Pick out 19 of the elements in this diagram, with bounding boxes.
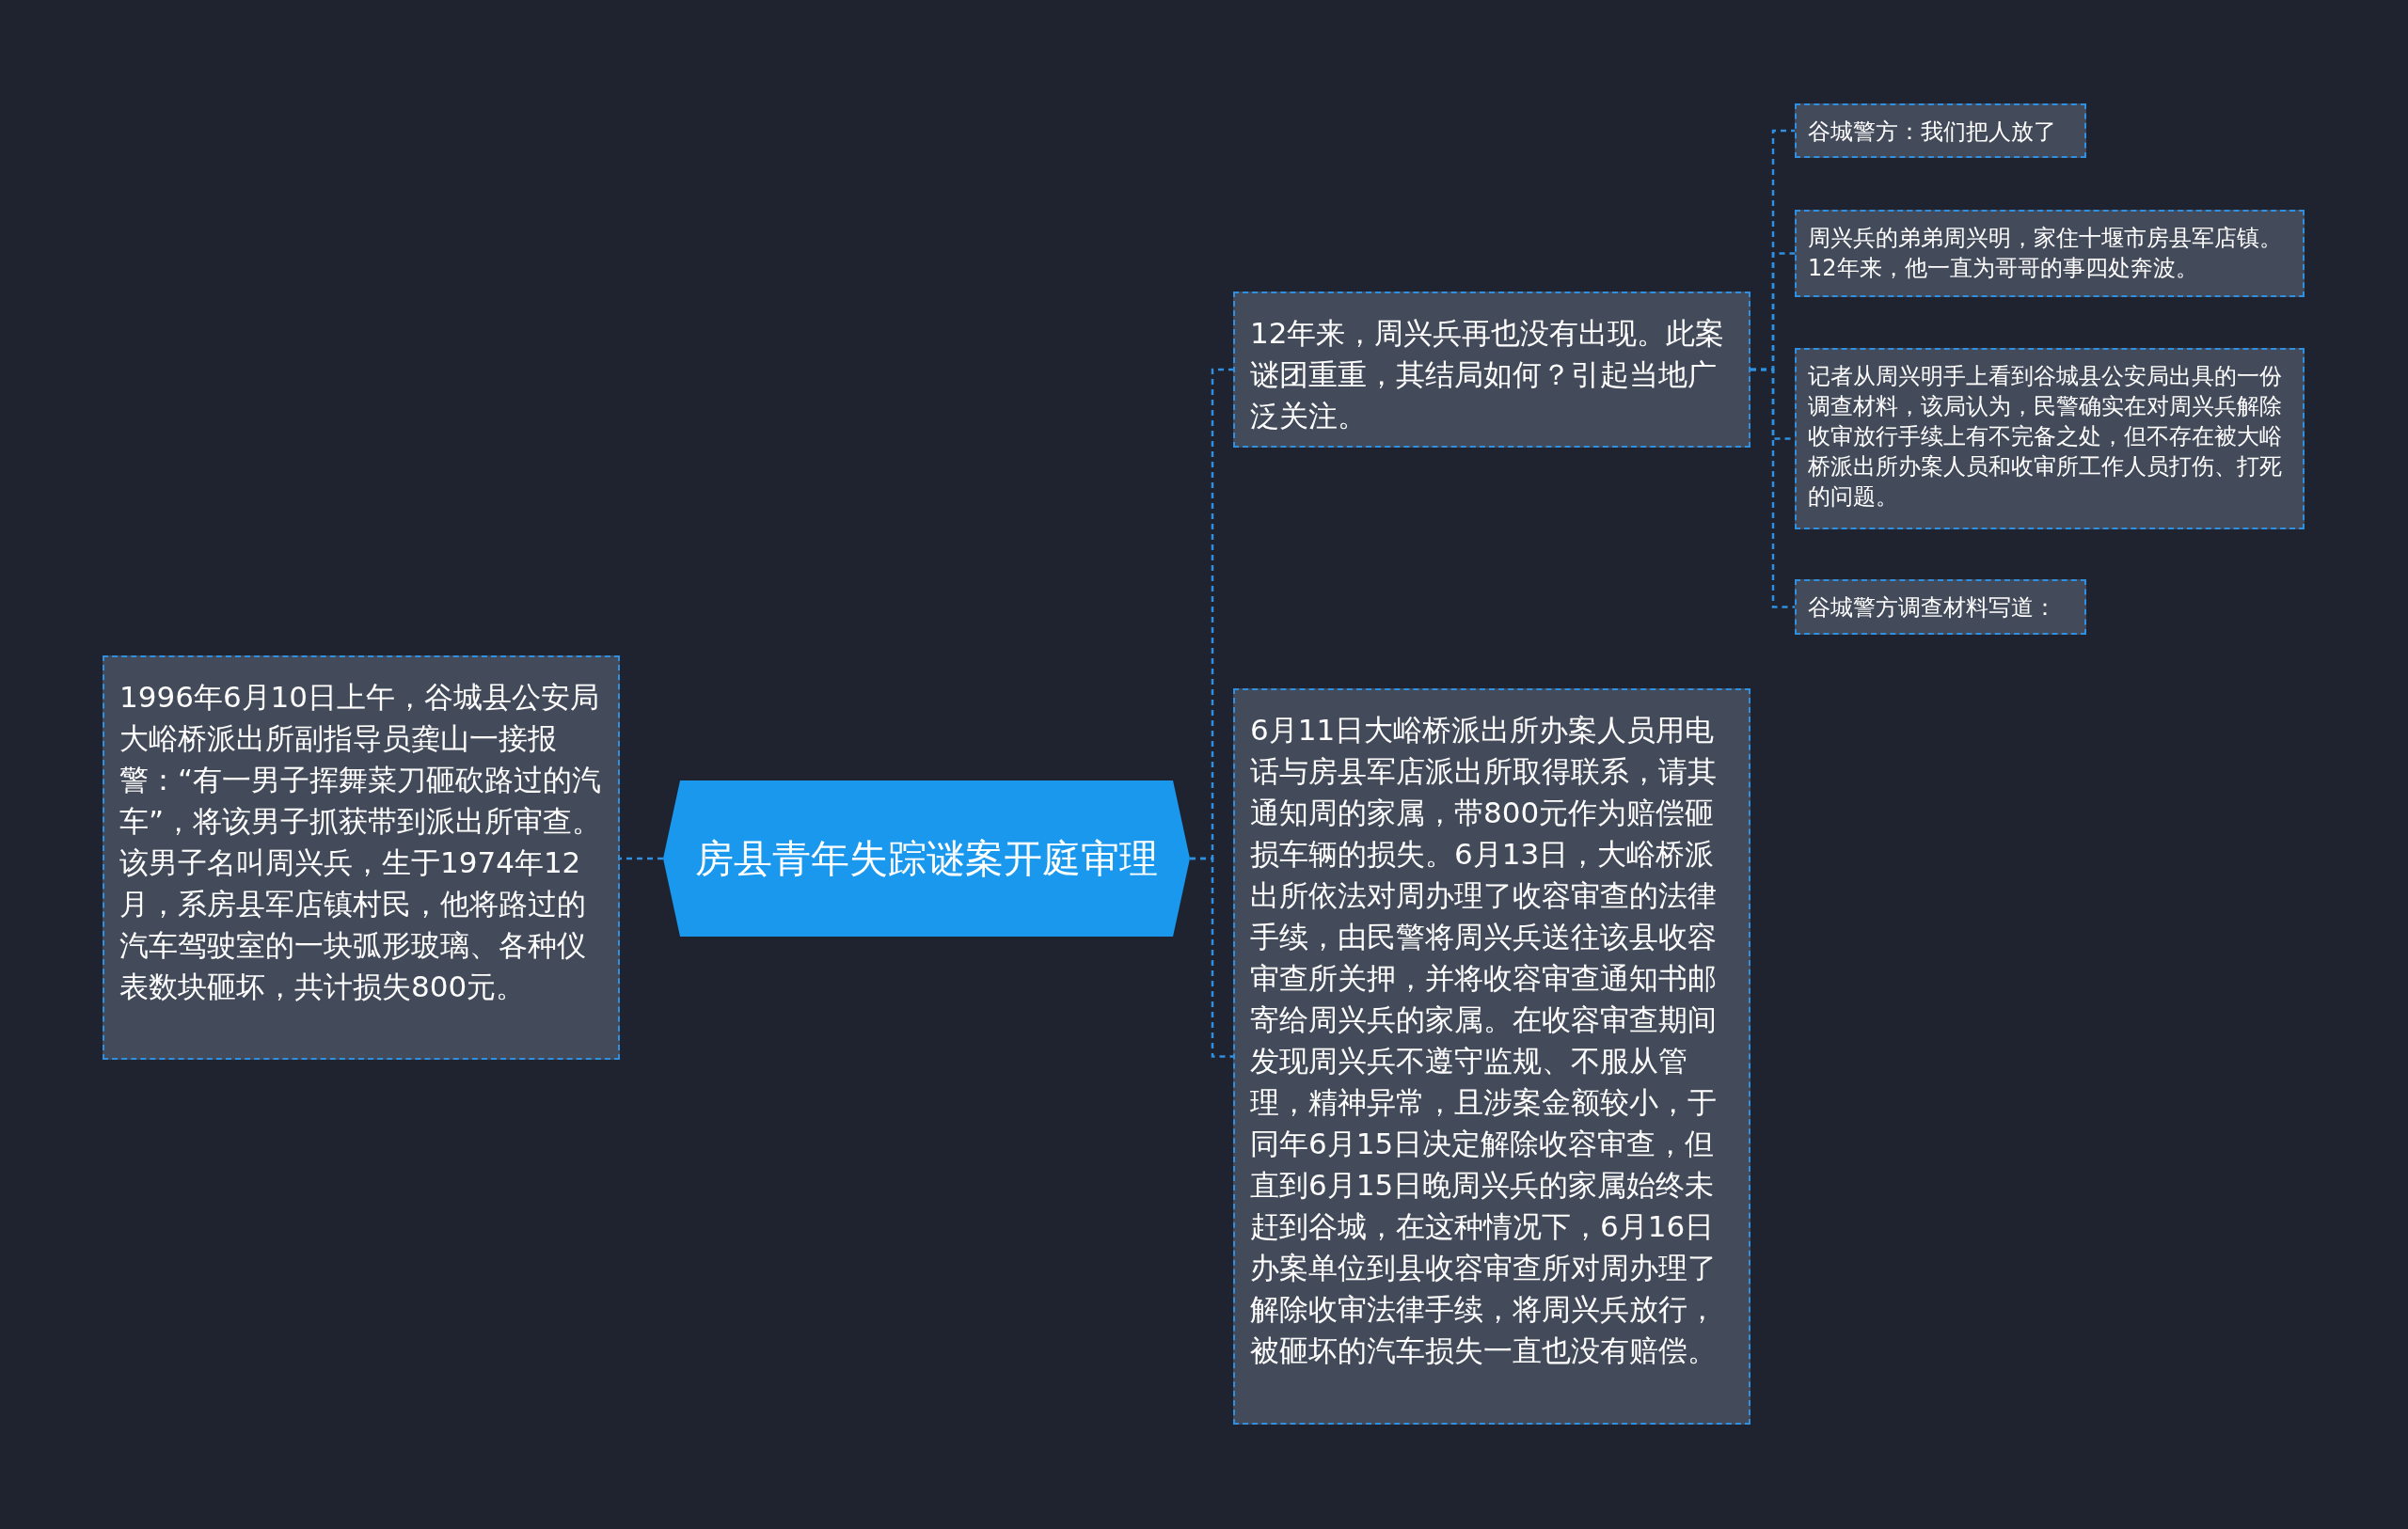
- node-text: 12年来，周兴兵再也没有出现。此案谜团重重，其结局如何？引起当地广泛关注。: [1249, 315, 1726, 434]
- node-text: 谷城警方调查材料写道：: [1807, 593, 2057, 623]
- connector-line: [620, 857, 663, 860]
- subtopic-card: [1795, 579, 2086, 635]
- node-text: 谷城警方：我们把人放了: [1807, 118, 2057, 147]
- node-text: 房县青年失踪谜案开庭审理: [694, 835, 1159, 883]
- node-text: 记者从周兴明手上看到谷城县公安局出具的一份调查材料，该局认为，民警确实在对周兴兵解除收审放行手续上有不完备之处，但不存在被大峪桥派出所办案人员和收审所工作人员打伤、打死的问题。: [1807, 362, 2283, 512]
- connector-line: [1751, 368, 1795, 608]
- topic-hexagon: [663, 780, 1190, 937]
- connector-line: [1190, 857, 1233, 1058]
- node-text: 周兴兵的弟弟周兴明，家住十堰市房县军店镇。12年来，他一直为哥哥的事四处奔波。: [1807, 224, 2283, 283]
- node-text: 1996年6月10日上午，谷城县公安局大峪桥派出所副指导员龚山一接报警：“有一男子挥舞菜刀砸砍路过的汽车”，将该男子抓获带到派出所审查。该男子名叫周兴兵，生于1974年12月，系房县军店镇村民，他将路过的汽车驾驶室的一块弧形玻璃、各种仪表数块砸坏，共计损失800元。: [119, 679, 603, 1005]
- subtopic-card: [1795, 210, 2305, 297]
- node-text: 6月11日大峪桥派出所办案人员用电话与房县军店派出所取得联系，请其通知周的家属，带800元作为赔偿砸损车辆的损失。6月13日，大峪桥派出所依法对周办理了收容审查的法律手续，由民警将周兴兵送往该县收容审查所关押，并将收容审查通知书邮寄给周兴兵的家属。在收容审查期间发现周兴兵不遵守监规、不服从管理，精神异常，且涉案金额较小，于同年6月15日决定解除收容审查，但直到6月15日晚周兴兵的家属始终未赶到谷城，在这种情况下，6月16日办案单位到县收容审查所对周办理了解除收审法律手续，将周兴兵放行，被砸坏的汽车损失一直也没有赔偿。: [1249, 712, 1718, 1369]
- subtopic-card: [1795, 348, 2305, 529]
- topic-card: [1233, 292, 1751, 448]
- topic-card: [1233, 688, 1751, 1425]
- subtopic-card: [1795, 103, 2086, 158]
- topic-card: [103, 655, 620, 1060]
